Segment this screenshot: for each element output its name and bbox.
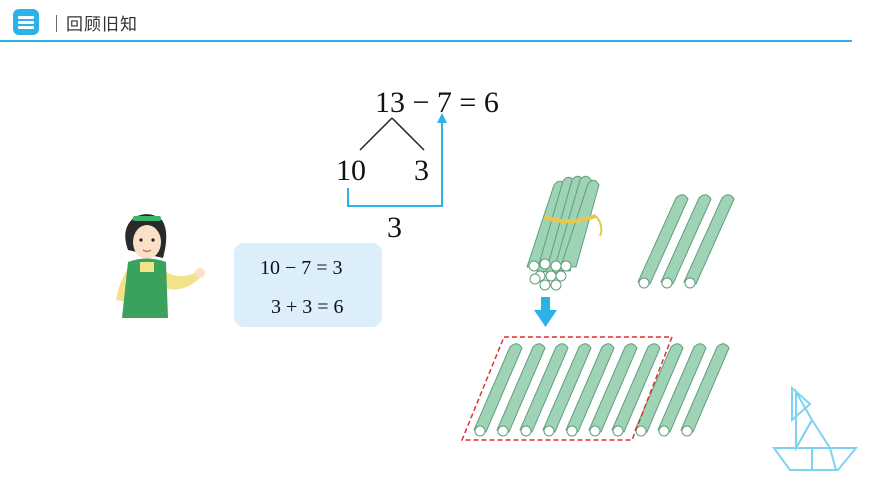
bundle-string [543, 214, 597, 224]
loose-stick-ends-top [638, 277, 696, 289]
tangram-boat-icon [772, 385, 859, 471]
stick-bundle-icon [526, 175, 600, 274]
section-title: ｜回顾旧知 [48, 15, 138, 35]
dashed-selection-outline [460, 336, 674, 441]
bundle-stick-ends [528, 258, 572, 291]
callout-line-1: 10 − 7 = 3 [260, 257, 343, 279]
unbundled-stick-ends [474, 425, 693, 437]
bracket-result-number: 3 [387, 211, 402, 244]
unbundled-sticks [473, 343, 730, 433]
callout-box: 10 − 7 = 3 3 + 3 = 6 [234, 243, 382, 327]
header-divider [0, 40, 852, 42]
bundle-string-tail [595, 215, 603, 237]
girl-pointing-icon [116, 214, 205, 318]
down-arrow-icon [534, 297, 557, 327]
subtract-bracket [347, 120, 443, 207]
book-stack-icon [13, 9, 39, 35]
loose-sticks-top [637, 194, 735, 285]
split-lines [359, 117, 425, 151]
callout-line-2: 3 + 3 = 6 [271, 296, 344, 318]
bracket-arrow-icon [437, 113, 447, 123]
main-equation: 13 − 7 = 6 [375, 86, 499, 119]
split-right-number: 3 [414, 154, 429, 187]
slide-header: ｜回顾旧知 [0, 0, 870, 50]
split-left-number: 10 [336, 154, 366, 187]
